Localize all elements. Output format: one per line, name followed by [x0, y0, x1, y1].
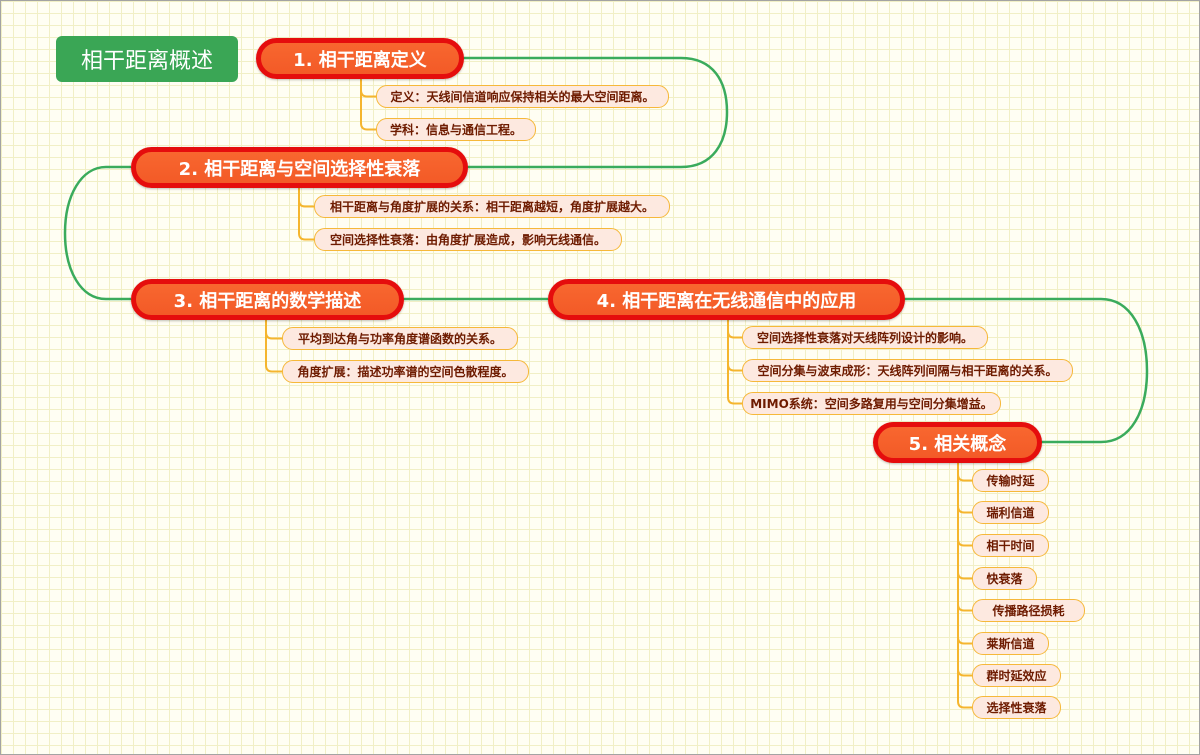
- subtopic-related-concept: 相干时间: [972, 534, 1049, 557]
- subtopic-arrival-angle-relation: 平均到达角与功率角度谱函数的关系。: [282, 327, 518, 350]
- connector-branch-4-children: [727, 320, 742, 405]
- subtopic-discipline: 学科：信息与通信工程。: [376, 118, 536, 141]
- subtopic-related-concept: 传播路径损耗: [972, 599, 1085, 622]
- subtopic-related-concept: 群时延效应: [972, 664, 1061, 687]
- subtopic-related-concept: 瑞利信道: [972, 501, 1049, 524]
- branch-topic-3: 3. 相干距离的数学描述: [131, 279, 404, 320]
- root-topic: 相干距离概述: [56, 36, 238, 82]
- connector-branch-1-to-2: [463, 56, 729, 169]
- connector-branch-5-children: [957, 463, 972, 709]
- subtopic-mimo: MIMO系统：空间多路复用与空间分集增益。: [742, 392, 1001, 415]
- branch-topic-2: 2. 相干距离与空间选择性衰落: [131, 147, 468, 188]
- subtopic-spatial-selective-fading: 空间选择性衰落：由角度扩展造成，影响无线通信。: [314, 228, 622, 251]
- subtopic-related-concept: 选择性衰落: [972, 696, 1061, 719]
- subtopic-definition: 定义：天线间信道响应保持相关的最大空间距离。: [376, 85, 669, 108]
- subtopic-angle-spread-relation: 相干距离与角度扩展的关系：相干距离越短，角度扩展越大。: [314, 195, 670, 218]
- connector-branch-3-children: [265, 320, 282, 373]
- connector-branch-2-children: [298, 188, 314, 241]
- subtopic-angle-spread: 角度扩展：描述功率谱的空间色散程度。: [282, 360, 529, 383]
- subtopic-diversity-beamforming: 空间分集与波束成形：天线阵列间隔与相干距离的关系。: [742, 359, 1073, 382]
- branch-topic-5: 5. 相关概念: [873, 422, 1042, 463]
- subtopic-antenna-array-design: 空间选择性衰落对天线阵列设计的影响。: [742, 326, 988, 349]
- branch-topic-4: 4. 相干距离在无线通信中的应用: [548, 279, 905, 320]
- branch-topic-1: 1. 相干距离定义: [256, 38, 464, 79]
- connector-branch-4-to-5: [904, 297, 1149, 444]
- connector-branch-2-to-3: [63, 165, 131, 301]
- subtopic-related-concept: 传输时延: [972, 469, 1049, 492]
- subtopic-related-concept: 快衰落: [972, 567, 1037, 590]
- connector-branch-1-children: [360, 79, 376, 131]
- subtopic-related-concept: 莱斯信道: [972, 632, 1049, 655]
